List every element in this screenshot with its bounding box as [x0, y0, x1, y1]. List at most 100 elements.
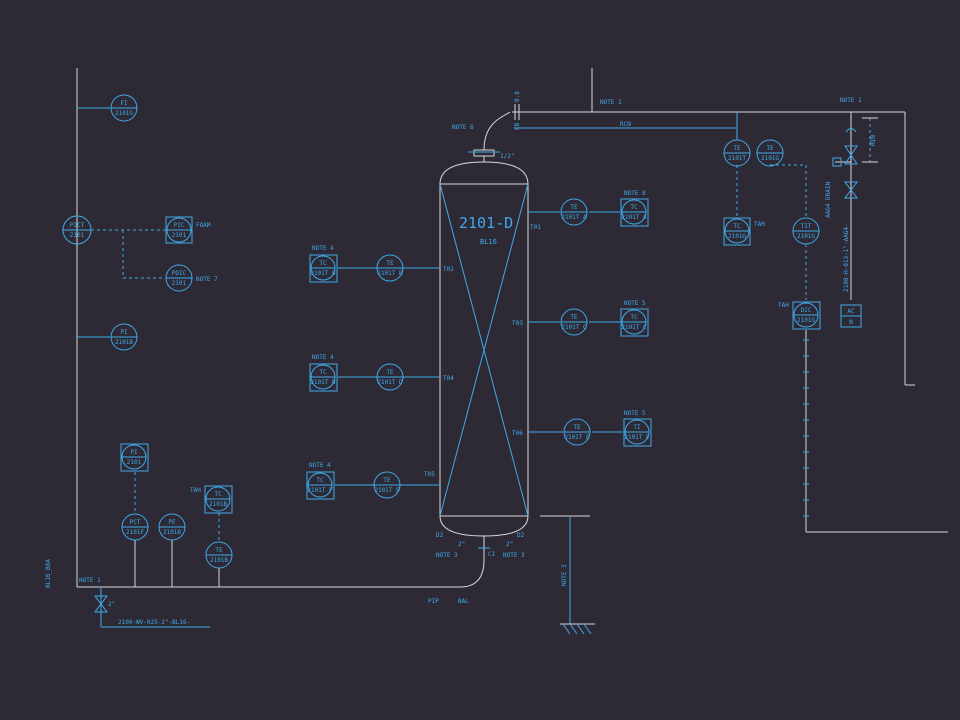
note1-right: NOTE 1	[840, 97, 862, 104]
instrument-tc-bottom: TC 2101B	[204, 485, 233, 514]
instrument-te-c: TE 2101T C	[560, 308, 588, 336]
note5b: NOTE 5	[624, 410, 646, 417]
pip-label: PIP	[428, 598, 439, 605]
svg-text:2101B: 2101B	[115, 339, 133, 346]
svg-text:PIC: PIC	[174, 222, 185, 229]
svg-text:2101G: 2101G	[797, 233, 815, 240]
note1-top: NOTE 1	[600, 99, 622, 106]
svg-text:2101T B: 2101T B	[310, 270, 336, 277]
c1-label: C1	[488, 551, 496, 558]
svg-text:2101T A: 2101T A	[621, 214, 647, 221]
svg-text:TE: TE	[386, 260, 394, 267]
tah1: TAH	[190, 487, 201, 494]
svg-text:PE: PE	[168, 519, 176, 526]
note4c: NOTE 4	[309, 462, 331, 469]
instrument-tc-top: TC 2101G	[723, 217, 751, 246]
svg-text:N: N	[849, 319, 853, 326]
instrument-te-f: TE 2101T F	[373, 471, 401, 499]
note3a: NOTE 3	[436, 552, 458, 559]
svg-text:TE: TE	[766, 145, 774, 152]
svg-text:PICT: PICT	[70, 222, 85, 229]
svg-text:PI: PI	[130, 449, 138, 456]
nozzle-24: 1/2"	[500, 153, 514, 160]
left-process-lines	[62, 68, 445, 628]
drain-line	[540, 515, 595, 635]
instrument-te-bottom: TE 2101B	[205, 541, 233, 569]
svg-text:2101G: 2101G	[797, 317, 815, 324]
n2b-label: 2"	[506, 541, 513, 548]
right-valves	[832, 128, 858, 199]
tah3: TAH	[778, 302, 789, 309]
svg-text:TE: TE	[570, 204, 578, 211]
svg-text:2101: 2101	[172, 280, 187, 287]
svg-text:2101T F: 2101T F	[374, 487, 400, 494]
svg-text:2101T B: 2101T B	[377, 270, 403, 277]
rcn-label: RCN	[620, 121, 631, 128]
svg-text:TC: TC	[319, 260, 327, 267]
note8: NOTE 8	[624, 190, 646, 197]
vessel-2101-d	[439, 149, 529, 588]
foam: FOAM	[196, 222, 211, 229]
svg-text:2101: 2101	[127, 459, 142, 466]
instrument-tit: TIT 2101G	[792, 217, 820, 245]
d2b-label: D2	[517, 532, 525, 539]
svg-text:TE: TE	[733, 145, 741, 152]
svg-text:PDIC: PDIC	[172, 270, 187, 277]
svg-text:TE: TE	[573, 424, 581, 431]
instrument-tc-d: TC 2101T D	[309, 363, 338, 392]
note5a: NOTE 5	[624, 300, 646, 307]
d2a-label: D2	[436, 532, 444, 539]
svg-text:PI: PI	[120, 329, 128, 336]
svg-text:2101: 2101	[172, 232, 187, 239]
svg-text:2101T D: 2101T D	[310, 379, 336, 386]
svg-text:2101B: 2101B	[210, 557, 228, 564]
instrument-tc-c: TC 2101T C	[620, 308, 649, 337]
svg-text:2101T E: 2101T E	[624, 434, 650, 441]
instrument-pe: PE 2101B	[158, 513, 186, 541]
t05-label: T05	[424, 471, 435, 478]
instrument-pi-low: PI 2101	[120, 443, 149, 472]
nozzle-08: 0.8	[514, 91, 521, 102]
vessel-subtag: BL16	[480, 238, 497, 246]
note4b: NOTE 4	[312, 354, 334, 361]
t06-label: T06	[512, 430, 523, 437]
instrument-pdc: PDIC 2101	[165, 264, 193, 292]
svg-text:AC: AC	[847, 308, 855, 315]
svg-text:2101T E: 2101T E	[564, 434, 590, 441]
instrument-pict: PICT 2101	[62, 215, 92, 245]
instrument-tc-b: TC 2101T B	[309, 254, 338, 283]
svg-text:TI: TI	[633, 424, 641, 431]
tah2: TAH	[754, 221, 765, 228]
instrument-pic-box: PIC 2101	[165, 216, 193, 244]
svg-text:TC: TC	[214, 491, 222, 498]
n2c-label: 2"	[108, 601, 115, 608]
instrument-te-a: TE 2101T A	[560, 198, 588, 226]
note1-bottom: NOTE 1	[79, 577, 101, 584]
t03-label: T03	[512, 320, 523, 327]
instrument-te-top1: TE 2101T	[723, 139, 751, 167]
svg-text:2101B: 2101B	[209, 501, 227, 508]
svg-text:TE: TE	[570, 314, 578, 321]
instrument-ti-e: TI 2101T E	[623, 418, 652, 447]
instrument-pct: PCT 2101F	[121, 513, 149, 541]
note3b: NOTE 3	[503, 552, 525, 559]
temperature-taps	[335, 211, 623, 486]
instrument-dic: DIC 2101G	[792, 301, 821, 330]
svg-text:TE: TE	[383, 477, 391, 484]
svg-text:2101F: 2101F	[126, 529, 144, 536]
svg-text:2101T C: 2101T C	[621, 324, 647, 331]
svg-text:TC: TC	[630, 204, 638, 211]
instrument-tc-a: TC 2101T A	[620, 198, 649, 227]
t01-label: T01	[530, 224, 541, 231]
svg-text:2101T: 2101T	[728, 155, 746, 162]
n2a-label: 2"	[458, 541, 465, 548]
svg-text:PCT: PCT	[130, 519, 141, 526]
instrument-tc-f: TC 2101T F	[306, 471, 335, 500]
svg-text:2101B: 2101B	[163, 529, 181, 536]
heat-tracing	[803, 339, 809, 517]
note7: NOTE 7	[196, 276, 218, 283]
svg-text:2101G: 2101G	[761, 155, 779, 162]
line-right: 2100-H-013-1"-AAG4-	[843, 223, 850, 292]
bal-label: BAL	[458, 598, 469, 605]
instrument-te-top2: TE 2101G	[756, 139, 784, 167]
